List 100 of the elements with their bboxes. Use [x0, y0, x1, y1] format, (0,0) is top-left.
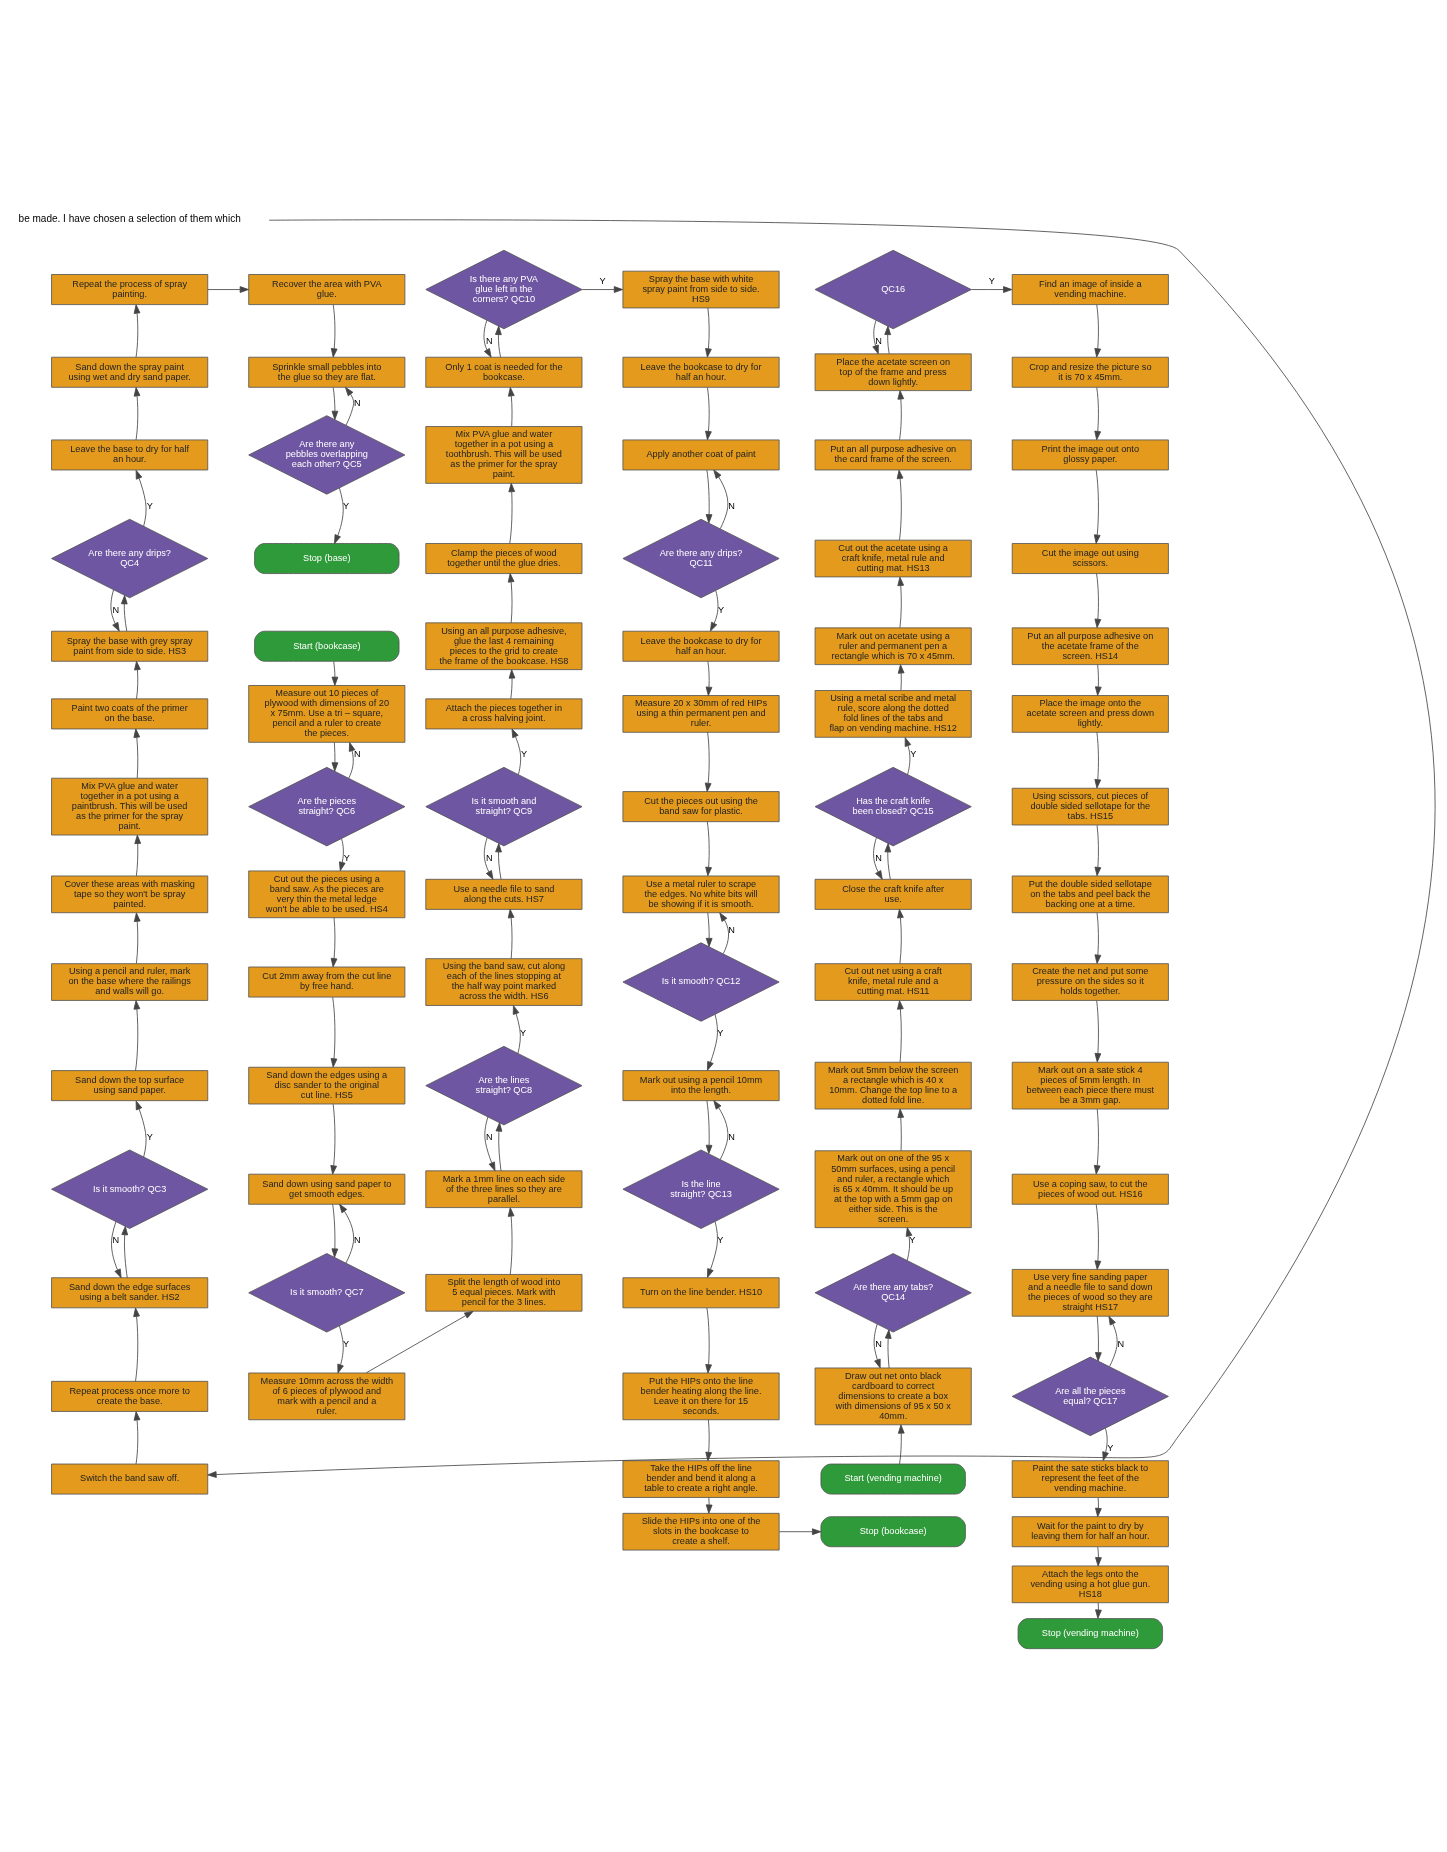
arrow [1093, 469, 1101, 544]
arrow [872, 319, 879, 354]
arrow [133, 1307, 140, 1382]
arrow [507, 386, 515, 427]
arrow [884, 325, 891, 354]
arrow [1094, 386, 1101, 440]
arrow [1095, 1602, 1102, 1619]
arrow [897, 576, 905, 628]
arrow [1094, 303, 1101, 357]
arrow [348, 741, 356, 779]
node-box: Start (vending machine) [820, 1463, 966, 1495]
node-diamond: Are the lines straight? QC8 [425, 1045, 583, 1125]
node-box: Turn on the line bender. HS10 [622, 1276, 780, 1308]
arrow [705, 1496, 713, 1514]
node-box: Measure 10mm across the width of 6 pieces of plywood and mark with a pencil and a ruler. [248, 1372, 406, 1420]
edge-label: Y [342, 1338, 350, 1349]
node-box: Cover these areas with masking tape so they won't be spray painted. [51, 875, 209, 913]
edge-label: Y [717, 1027, 724, 1038]
node-box: Cut 2mm away from the cut line by free hand. [248, 966, 406, 997]
arrow [970, 285, 1013, 293]
arrow [133, 999, 141, 1071]
node-box: Stop (vending machine) [1017, 1617, 1163, 1649]
arrow [897, 999, 904, 1062]
arrow [207, 218, 1436, 1478]
node-box: Only 1 coat is needed for the bookcase. [425, 356, 583, 388]
node-box: Recover the area with PVA glue. [248, 273, 406, 305]
edge-label: Y [146, 1131, 153, 1142]
node-box: Using a metal scribe and metal rule, score along the dotted fold lines of the tabs and flap on vending machine. HS12 [814, 689, 972, 738]
arrow [330, 996, 338, 1067]
arrow [111, 1220, 122, 1278]
edge-label: N [353, 396, 361, 407]
node-box: Spray the base with grey spray paint from side to side. HS3 [51, 630, 209, 662]
arrow [896, 469, 904, 540]
node-box: Repeat the process of spray painting. [51, 273, 209, 305]
edge-label: Y [520, 748, 528, 759]
arrow [1094, 999, 1102, 1062]
node-box: Leave the bookcase to dry for half an hour. [622, 356, 780, 388]
node-diamond: Are there any drips? QC11 [622, 518, 780, 598]
edge-label: Y [988, 275, 995, 286]
node-diamond: Is it smooth and straight? QC9 [425, 766, 583, 846]
arrow [1095, 1546, 1102, 1566]
node-diamond: Has the craft knife been closed? QC15 [814, 766, 972, 846]
arrow [1095, 1315, 1102, 1361]
arrow [133, 386, 141, 440]
arrow [707, 1220, 718, 1278]
node-box: Create the net and put some pressure on the sides so it holds together. [1011, 962, 1169, 1001]
node-box: Clamp the pieces of wood together until the glue dries. [425, 542, 583, 574]
arrow [483, 836, 494, 880]
arrow [705, 1099, 713, 1154]
arrow [207, 285, 249, 293]
arrow [897, 663, 905, 691]
arrow [705, 307, 712, 358]
arrow [581, 285, 624, 293]
edge-label: N [728, 500, 735, 511]
arrow [1094, 663, 1102, 696]
arrow [337, 1325, 344, 1373]
node-box: Cut the image out using scissors. [1011, 542, 1169, 574]
arrow [484, 1115, 496, 1171]
arrow [330, 1103, 337, 1175]
node-box: Paint the sate sticks black to represent the feet of the vending machine. [1011, 1459, 1169, 1498]
arrow [1094, 572, 1102, 628]
edge-label: Y [343, 852, 350, 863]
arrow [1102, 1427, 1109, 1461]
node-box: Measure out 10 pieces of plywood with dimensions of 20 x 75mm. Use a tri – square, pencil and a ruler to create the pieces. [248, 684, 406, 743]
node-diamond: Are there any pebbles overlapping each other? QC5 [248, 414, 406, 495]
node-diamond: Is it smooth? QC3 [51, 1149, 209, 1229]
arrow [713, 1099, 729, 1160]
arrow [508, 668, 516, 699]
edge-label: N [875, 852, 882, 863]
arrow [507, 1206, 515, 1275]
arrow [897, 1423, 905, 1464]
node-box: Find an image of inside a vending machine. [1011, 273, 1169, 305]
arrow [719, 912, 729, 954]
node-box: Sand down the top surface using sand paper. [51, 1069, 209, 1101]
arrow [713, 469, 729, 529]
node-diamond: Are there any tabs? QC14 [814, 1252, 972, 1332]
edge-label: Y [520, 1027, 527, 1038]
node-diamond: Is it smooth? QC12 [622, 941, 780, 1022]
node-box: Measure 20 x 30mm of red HIPs using a thin permanent pen and ruler. [622, 694, 780, 733]
arrow [495, 842, 502, 880]
node-box: Sand down using sand paper to get smooth edges. [248, 1173, 406, 1205]
edge-label: Y [1107, 1442, 1114, 1453]
arrow [135, 1100, 147, 1157]
node-box: Place the acetate screen on top of the frame and press down lightly. [814, 352, 972, 391]
arrow [905, 1226, 913, 1261]
arrow [511, 728, 522, 775]
node-box: Mark out 5mm below the screen a rectangle which is 40 x 10mm. Change the top line to a dotted fold line. [814, 1061, 972, 1109]
edge-label: Y [599, 275, 606, 286]
arrow [705, 912, 713, 947]
node-box: Cut out net using a craft knife, metal rule and a cutting mat. HS11 [814, 962, 972, 1001]
arrow [365, 1310, 474, 1373]
node-box: Take the HIPs off the line bender and bend it along a table to create a right angle. [622, 1459, 780, 1498]
arrow [710, 589, 719, 631]
edge-label: Y [910, 748, 917, 759]
node-box: Mark out on acetate using a ruler and permanent pen a rectangle which is 70 x 45mm. [814, 626, 972, 665]
node-diamond: Are all the pieces equal? QC17 [1011, 1356, 1169, 1436]
arrow [1094, 1203, 1102, 1270]
node-box: Use a metal ruler to scrape the edges. No white bits will be showing if it is smooth. [622, 875, 780, 913]
arrow [705, 1307, 712, 1373]
node-box: Draw out net onto black cardboard to correct dimensions to create a box with dimensions of 95 x 50 x 40mm. [814, 1367, 972, 1425]
